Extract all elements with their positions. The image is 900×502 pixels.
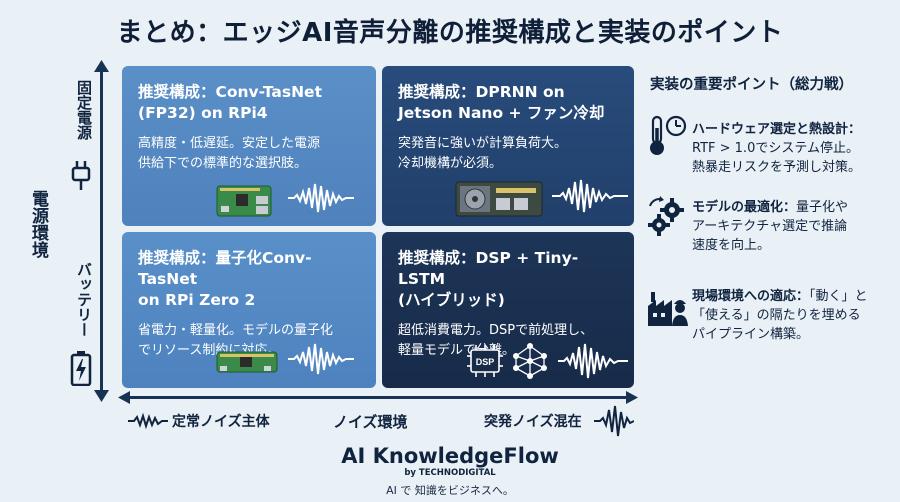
x-axis-right-label: 突発ノイズ混在: [484, 414, 582, 430]
plug-icon: [71, 161, 91, 190]
brand-by: by TECHNODIGITAL: [404, 468, 496, 478]
quadrant-top-right: 推奨構成：DPRNN on Jetson Nano + ファン冷却 突発音に強い…: [382, 66, 634, 226]
point-item-model: モデルの最適化：量子化や アーキテクチャ選定で推論 速度を向上。: [692, 200, 849, 253]
brand-name: AI KnowledgeFlow: [341, 444, 559, 468]
quadrant-description: 高精度・低遅延。安定した電源 供給下での標準的な選択肢。: [138, 136, 321, 171]
x-axis-arrow-left: [118, 391, 130, 404]
y-axis-arrow-bottom: [94, 390, 109, 402]
points-title: 実装の重要ポイント（総力戦）: [650, 77, 853, 93]
sudden-noise-waveform-icon: [594, 405, 634, 437]
waveform-icon: [288, 183, 354, 213]
quadrant-title: 推奨構成：DPRNN on Jetson Nano + ファン冷却: [398, 83, 605, 122]
thermometer-clock-icon: [650, 115, 687, 155]
quadrant-title: 推奨構成：量子化Conv-TasNet on RPi Zero 2: [138, 249, 312, 309]
quadrant-title: 推奨構成：DSP + Tiny-LSTM (ハイブリッド): [398, 249, 579, 309]
jetson-board-fan-icon: [455, 181, 543, 217]
waveform-icon: [558, 343, 628, 379]
point-item-hardware: ハードウェア選定と熱設計： RTF > 1.0でシステム停止。 熱暴走リスクを予…: [692, 122, 862, 175]
x-axis-left-label: 定常ノイズ主体: [172, 414, 270, 430]
y-axis-arrow-top: [94, 60, 109, 72]
dsp-chip-icon: DSP: [467, 345, 503, 377]
point-item-field: 現場環境への適応：「動く」と 「使える」の隔たりを埋める パイプライン構築。: [692, 289, 868, 342]
factory-worker-icon: [648, 292, 688, 326]
waveform-icon: [552, 179, 628, 213]
x-axis-title: ノイズ環境: [333, 413, 408, 431]
quadrant-top-left: 推奨構成：Conv-TasNet (FP32) on RPi4 高精度・低遅延。…: [122, 66, 376, 226]
quadrant-description: 突発音に強いが計算負荷大。 冷却機構が必須。: [398, 136, 568, 171]
y-axis-title: 電源環境: [28, 190, 48, 258]
x-axis-arrow-right: [626, 391, 638, 404]
waveform-icon: [288, 343, 354, 375]
dsp-chip-label: DSP: [476, 357, 495, 367]
quadrant-bottom-left: 推奨構成：量子化Conv-TasNet on RPi Zero 2 省電力・軽量…: [122, 232, 376, 388]
raspberry-pi-board-icon: [216, 185, 272, 217]
rpi-zero-board-icon: [216, 351, 278, 373]
quadrant-bottom-right: 推奨構成：DSP + Tiny-LSTM (ハイブリッド) 超低消費電力。DSP…: [382, 232, 634, 388]
steady-noise-waveform-icon: [128, 412, 168, 430]
gears-icon: [648, 196, 684, 236]
quadrant-title: 推奨構成：Conv-TasNet (FP32) on RPi4: [138, 83, 322, 122]
x-axis-line: [124, 396, 632, 399]
y-axis-bottom-label: バッテリー: [75, 262, 93, 337]
brand-tagline: AI で 知識をビジネスへ。: [386, 484, 514, 497]
y-axis-top-label: 固定電源: [75, 80, 93, 140]
page-title: まとめ：エッジAI音声分離の推奨構成と実装のポイント: [116, 18, 784, 48]
y-axis-line: [100, 66, 103, 396]
battery-icon: [70, 351, 92, 386]
neural-network-icon: [513, 343, 547, 379]
